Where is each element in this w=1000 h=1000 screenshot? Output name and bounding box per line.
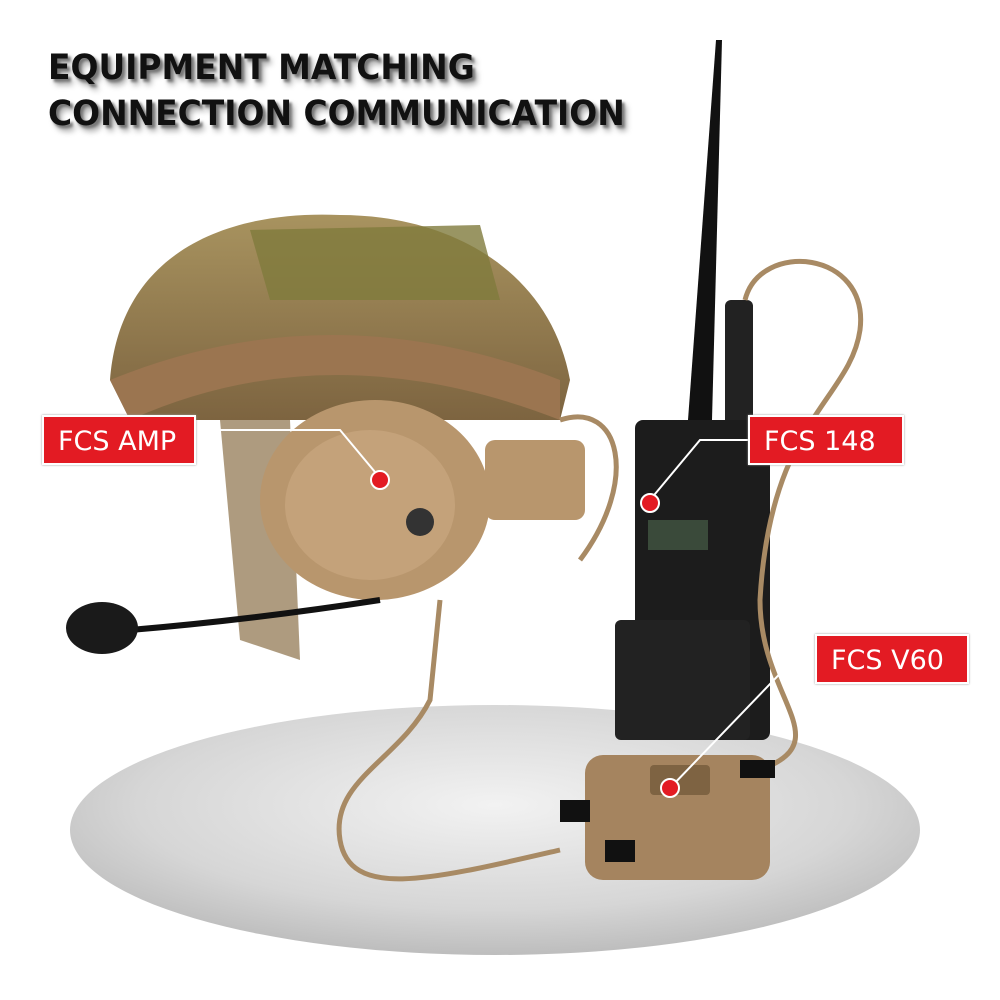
boom-microphone: [66, 602, 138, 654]
headline-line-2: CONNECTION COMMUNICATION: [48, 94, 625, 134]
leader-line-amp: [196, 429, 381, 479]
fcs-amp-headset: [66, 400, 585, 654]
leader-line-v60: [669, 657, 815, 789]
marker-dot-148: [640, 493, 660, 513]
leader-line-148: [649, 439, 748, 501]
helmet: [110, 214, 570, 660]
fcs-148-radio: [615, 40, 770, 740]
marker-dot-amp: [370, 470, 390, 490]
fcs-v60-ptt: [560, 755, 775, 880]
callout-fcs-amp: FCS AMP: [42, 415, 196, 465]
headline-line-1: EQUIPMENT MATCHING: [48, 48, 475, 88]
callout-fcs-v60: FCS V60: [815, 634, 969, 684]
callout-fcs-148: FCS 148: [748, 415, 904, 465]
marker-dot-v60: [660, 778, 680, 798]
